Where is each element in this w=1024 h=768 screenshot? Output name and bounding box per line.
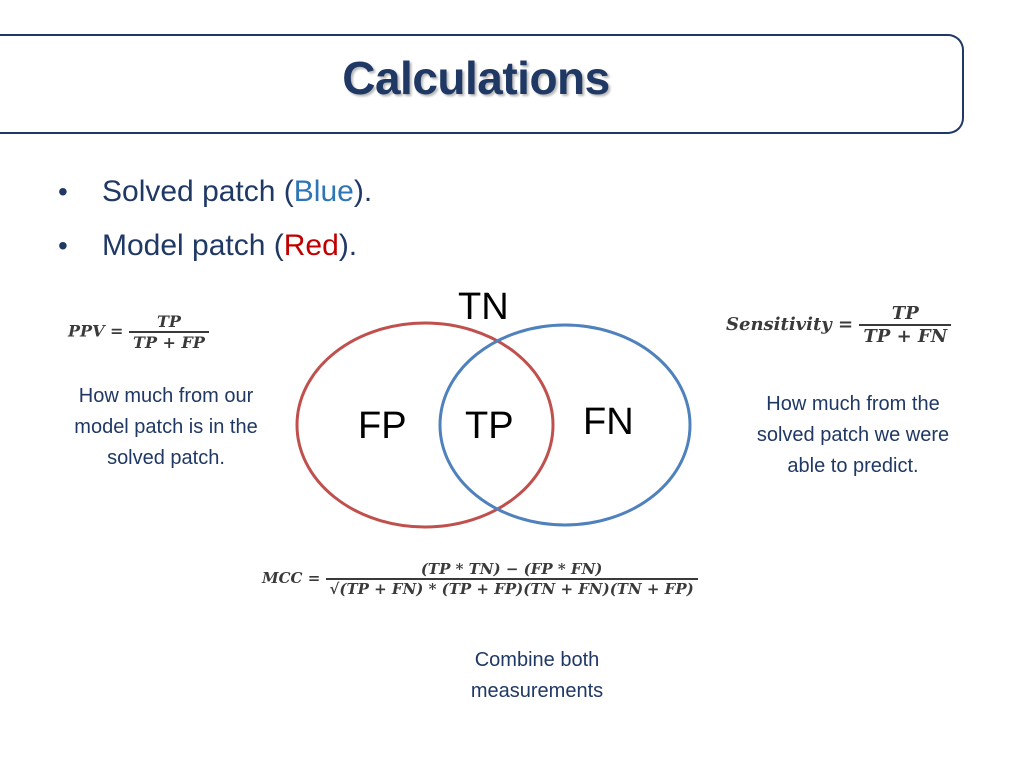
bullet-list: •Solved patch (Blue). •Model patch (Red)… [58,172,372,280]
mcc-fraction: (TP * TN) − (FP * FN) √(TP + FN) * (TP +… [325,560,698,598]
model-patch-circle [295,321,555,529]
bullet-solved-patch: •Solved patch (Blue). [58,172,372,226]
sensitivity-description: How much from the solved patch we were a… [756,393,950,477]
ppv-description: How much from our model patch is in the … [74,385,258,469]
sensitivity-fraction: TP TP + FN [859,303,952,347]
venn-label-tn: TN [458,286,509,328]
model-color-word: Red [283,229,339,262]
bullet-model-patch: •Model patch (Red). [58,226,372,280]
venn-label-fn: FN [583,401,634,443]
title-banner: Calculations [0,34,964,134]
square-root-icon: √ [329,580,340,598]
bullet-dot-icon: • [58,176,68,207]
bullet-dot-icon: • [58,230,68,261]
venn-label-fp: FP [358,405,407,447]
ppv-fraction: TP TP + FP [129,312,209,352]
venn-label-tp: TP [465,405,514,447]
mcc-description: Combine both measurements [470,649,604,702]
mcc-formula: MCC = (TP * TN) − (FP * FN) √(TP + FN) *… [262,560,698,598]
ppv-formula: PPV = TP TP + FP [68,312,209,352]
solved-color-word: Blue [293,175,354,208]
sensitivity-formula: Sensitivity = TP TP + FN [726,303,952,347]
solved-patch-circle [438,323,692,527]
slide-title: Calculations [342,52,610,104]
